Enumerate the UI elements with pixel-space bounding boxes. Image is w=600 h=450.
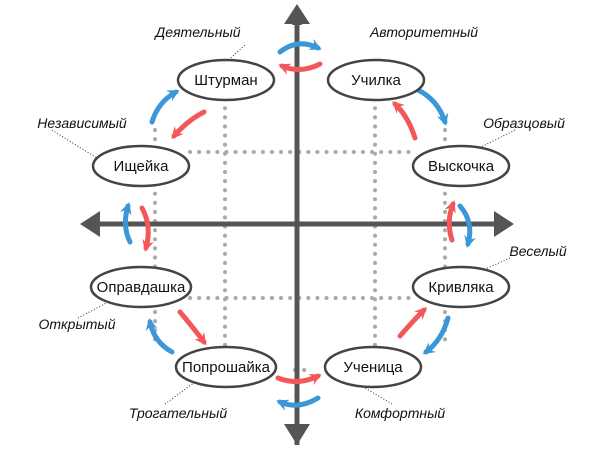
node-label: Оправдашка — [97, 279, 186, 296]
caption-leaders — [51, 44, 516, 405]
axis-arrowhead-left — [80, 211, 100, 237]
arrow-blue-4 — [422, 315, 451, 355]
arrow-red-2 — [392, 101, 418, 141]
arrow-red-7 — [139, 205, 154, 252]
node-label: Училка — [351, 72, 401, 89]
captions: Деятельный Авторитетный Независимый Обра… — [37, 24, 567, 421]
node-uchenitsa: Ученица — [323, 345, 423, 389]
arrow-blue-5 — [276, 395, 321, 411]
caption-trogatelnyy: Трогательный — [129, 405, 227, 421]
node-krivlyaka: Кривляка — [411, 265, 511, 309]
node-shturman: Штурман — [176, 58, 276, 102]
caption-komfortnyy: Комфортный — [355, 405, 446, 421]
arrow-red-1 — [278, 61, 323, 75]
axis-arrowhead-bottom — [284, 424, 310, 445]
axis-arrowhead-right — [494, 211, 514, 237]
axis-arrowhead-top — [284, 4, 310, 24]
node-uchilka: Училка — [326, 58, 426, 102]
arrow-red-4 — [397, 307, 427, 339]
node-label: Ученица — [343, 359, 403, 376]
arrow-blue-2 — [415, 87, 449, 126]
arrow-red-5 — [275, 373, 322, 385]
arrow-red-8 — [171, 109, 207, 140]
arrow-blue-7 — [119, 202, 133, 245]
arrow-blue-8 — [149, 89, 180, 125]
caption-veselyy: Веселый — [509, 243, 566, 259]
caption-avtoritetnyy: Авторитетный — [369, 24, 478, 40]
node-label: Попрошайка — [182, 359, 271, 376]
axes — [80, 4, 514, 445]
caption-obraztsovyy: Образцовый — [483, 115, 565, 131]
arrow-red-6 — [177, 309, 207, 346]
arrow-blue-6 — [145, 318, 175, 355]
node-opravdashka: Оправдашка — [89, 265, 193, 309]
node-label: Штурман — [194, 72, 257, 89]
arrow-blue-1 — [277, 39, 322, 55]
caption-otkrytyy: Открытый — [39, 316, 116, 332]
dotted-grid — [153, 88, 447, 372]
caption-nezavisimyy: Независимый — [37, 115, 127, 131]
arrow-red-3 — [444, 200, 456, 243]
node-ishcheyka: Ищейка — [91, 144, 191, 188]
node-poproshayka: Попрошайка — [174, 345, 278, 389]
arrow-blue-3 — [457, 203, 476, 248]
node-label: Выскочка — [428, 158, 495, 175]
cycle-arrows — [119, 39, 476, 411]
node-label: Ищейка — [114, 158, 170, 175]
caption-deyatelnyy: Деятельный — [153, 24, 240, 40]
node-label: Кривляка — [428, 279, 494, 296]
node-vyskochka: Выскочка — [411, 144, 511, 188]
